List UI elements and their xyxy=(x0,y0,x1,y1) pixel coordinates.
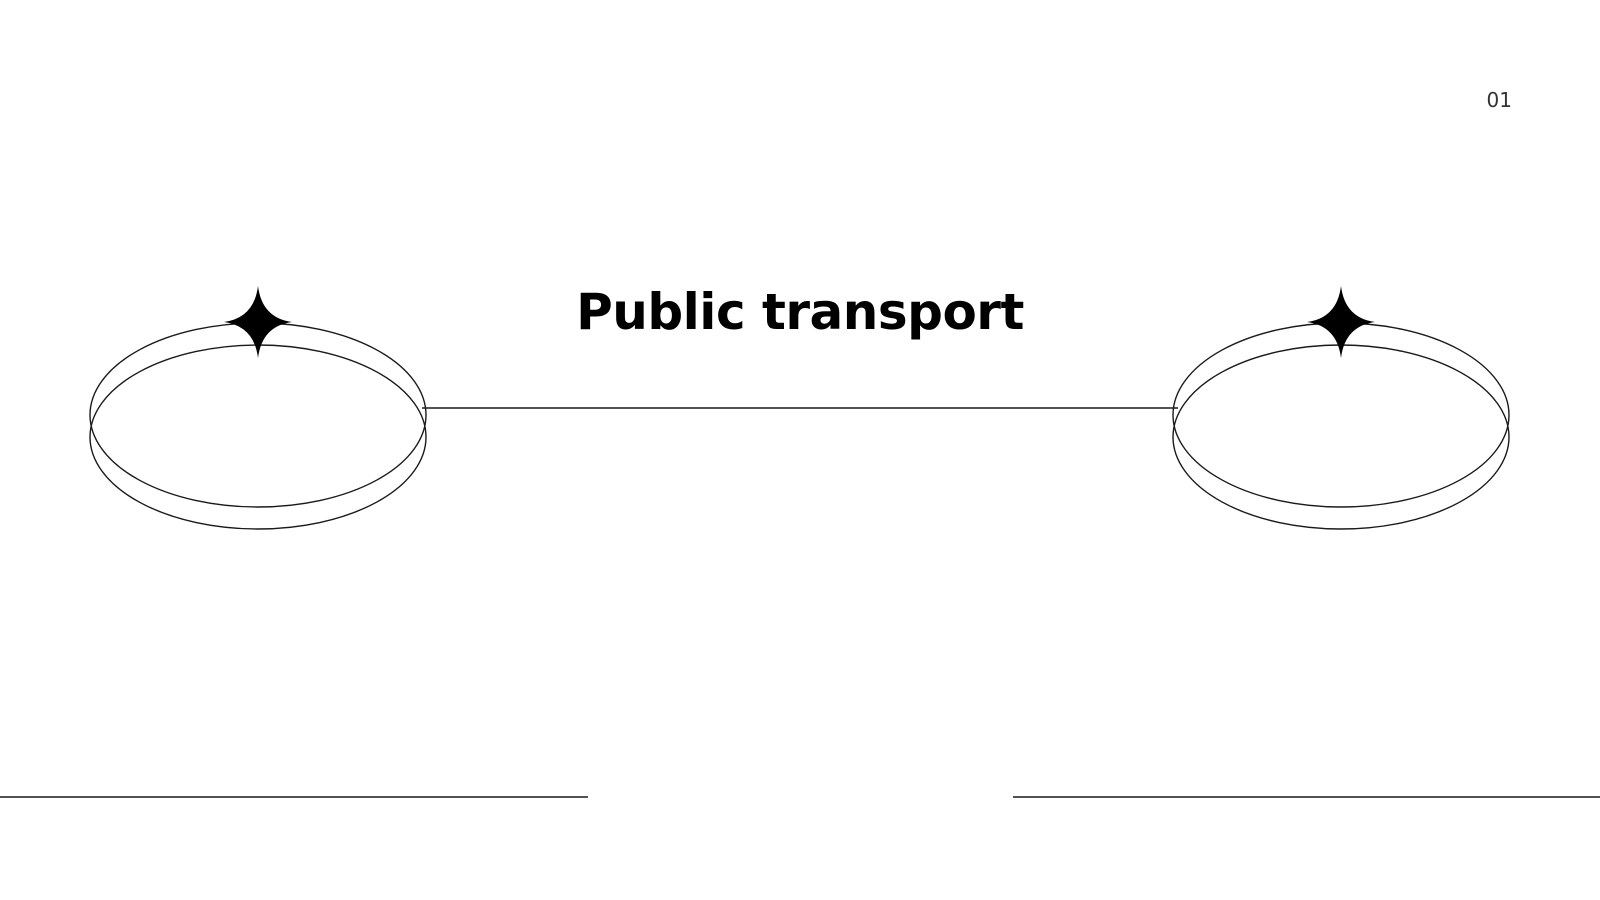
right-sparkle-icon xyxy=(1307,286,1375,358)
left-sparkle-icon xyxy=(224,286,292,358)
slide-title: Public transport xyxy=(576,283,1024,341)
page-number: 01 xyxy=(1486,88,1512,112)
